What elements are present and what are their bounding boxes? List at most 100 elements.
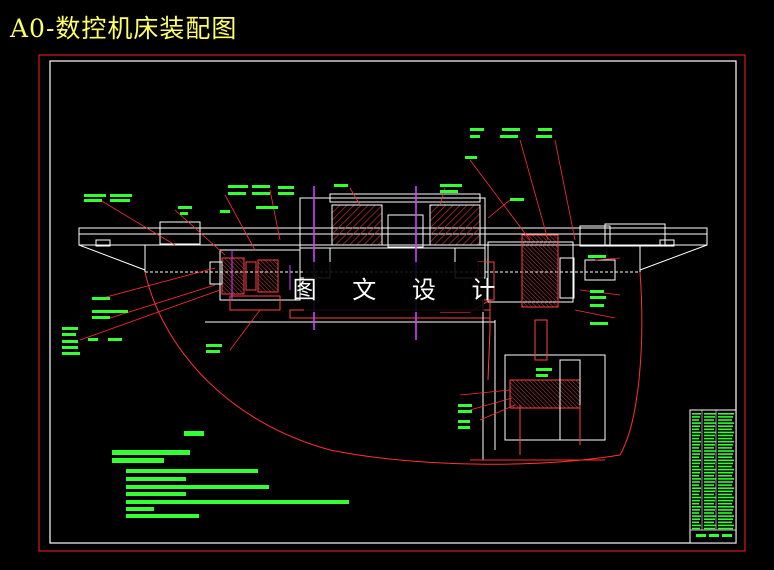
title-block-cell bbox=[718, 459, 734, 462]
title-block-cell bbox=[692, 506, 701, 508]
title-block-cell bbox=[692, 450, 701, 452]
title-block-cell bbox=[718, 434, 733, 437]
title-block-rows bbox=[692, 413, 734, 537]
title-block-cell bbox=[692, 509, 700, 511]
title-block-cell bbox=[718, 440, 734, 443]
title-block-cell bbox=[718, 509, 733, 511]
title-block-cell bbox=[718, 518, 733, 520]
title-block-cell bbox=[692, 447, 699, 449]
title-block-cell bbox=[704, 444, 715, 446]
title-block-cell bbox=[718, 521, 732, 524]
title-block-cell bbox=[718, 444, 733, 446]
title-block-cell bbox=[704, 440, 716, 443]
title-block-cell bbox=[692, 524, 701, 527]
title-block-cell bbox=[718, 506, 734, 508]
leader-lines bbox=[79, 139, 621, 421]
title-block-cell bbox=[704, 527, 715, 530]
title-block-cell bbox=[704, 499, 715, 502]
title-block-cell bbox=[704, 524, 716, 527]
title-block-cell bbox=[704, 434, 715, 437]
title-block-cell bbox=[704, 484, 714, 486]
title-block-cell bbox=[692, 431, 701, 434]
title-block-cell bbox=[692, 440, 701, 443]
title-block-cell bbox=[704, 518, 715, 520]
title-block-cell bbox=[704, 422, 716, 424]
title-block-cell bbox=[718, 481, 733, 483]
title-block-cell bbox=[692, 499, 700, 502]
title-block-cell bbox=[704, 456, 714, 458]
title-block-cell bbox=[718, 450, 734, 452]
title-block-cell bbox=[692, 475, 699, 477]
title-block-cell bbox=[718, 428, 732, 431]
title-block-cell bbox=[718, 478, 734, 480]
title-block-cell bbox=[718, 462, 733, 465]
title-block-cell bbox=[692, 481, 700, 483]
title-block-cell bbox=[704, 437, 714, 440]
title-block-cell bbox=[704, 419, 714, 421]
watermark-text: 图 文 设 计 bbox=[292, 275, 510, 304]
title-block-cell bbox=[718, 524, 734, 527]
title-block-cell bbox=[704, 490, 715, 493]
title-block-cell bbox=[718, 468, 734, 471]
title-block-cell bbox=[692, 422, 701, 424]
title-block-cell bbox=[692, 462, 700, 465]
title-block-cell bbox=[692, 515, 701, 517]
title-block-cell bbox=[718, 431, 734, 434]
title-block-cell bbox=[718, 422, 734, 424]
title-block-cell bbox=[704, 416, 715, 418]
title-block-cell bbox=[692, 465, 699, 468]
title-block-cell bbox=[692, 459, 701, 462]
central-carriage bbox=[299, 193, 486, 279]
title-block-cell bbox=[692, 490, 700, 493]
title-block-cell bbox=[692, 484, 699, 486]
title-block-cell bbox=[692, 487, 701, 489]
title-block-cell bbox=[692, 518, 700, 520]
title-block-cell bbox=[704, 471, 715, 474]
title-block-cell bbox=[718, 527, 733, 530]
title-block-cell bbox=[692, 521, 699, 524]
title-block-cell bbox=[718, 471, 733, 474]
title-block-footer-cell bbox=[696, 534, 706, 537]
title-block-cell bbox=[704, 459, 716, 462]
inner-frame bbox=[49, 60, 737, 544]
title-block-cell bbox=[704, 481, 715, 483]
title-block-cell bbox=[704, 453, 715, 455]
title-block-cell bbox=[692, 456, 699, 458]
title-block-cell bbox=[692, 468, 701, 471]
title-block-cell bbox=[704, 487, 716, 489]
title-block-cell bbox=[704, 502, 714, 505]
title-block-cell bbox=[718, 465, 732, 468]
main-shaft bbox=[205, 299, 495, 381]
title-block-cell bbox=[692, 453, 700, 455]
callout-labels bbox=[62, 128, 608, 429]
technical-notes bbox=[112, 431, 349, 518]
vertical-column bbox=[482, 300, 606, 460]
title-block-cell bbox=[718, 512, 732, 514]
title-block-cell bbox=[704, 431, 716, 434]
title-block-cell bbox=[704, 478, 716, 480]
title-block-cell bbox=[718, 487, 734, 489]
title-block-cell bbox=[692, 471, 700, 474]
title-block-cell bbox=[718, 419, 732, 421]
title-block-cell bbox=[704, 468, 716, 471]
title-block-cell bbox=[704, 462, 715, 465]
title-block-cell bbox=[692, 413, 701, 415]
title-block-cell bbox=[692, 425, 700, 427]
title-block-cell bbox=[718, 493, 732, 496]
title-block-cell bbox=[718, 502, 732, 505]
title-block-cell bbox=[692, 502, 699, 505]
title-block-cell bbox=[718, 475, 732, 477]
title-block-cell bbox=[692, 444, 700, 446]
title-block-cell bbox=[704, 450, 716, 452]
outer-frame bbox=[38, 54, 746, 552]
left-bearing-assembly bbox=[209, 249, 301, 311]
title-block-cell bbox=[692, 496, 701, 499]
title-block-cell bbox=[704, 509, 715, 511]
title-block-cell bbox=[718, 490, 733, 493]
title-block-cell bbox=[692, 527, 700, 530]
title-block-cell bbox=[704, 447, 714, 449]
title-block-cell bbox=[692, 493, 699, 496]
title-block-footer-cell bbox=[722, 534, 732, 537]
title-block-cell bbox=[704, 428, 714, 431]
